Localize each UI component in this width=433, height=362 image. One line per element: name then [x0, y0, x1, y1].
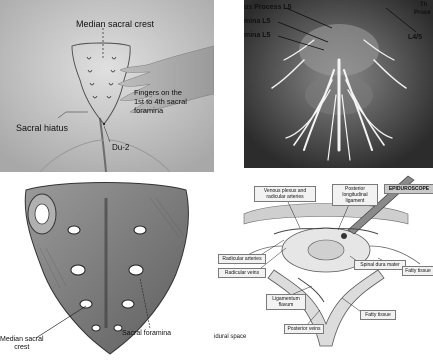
- label-corner-top: Th: [420, 2, 427, 8]
- label-radicular-arteries: Radicular arteries: [218, 254, 266, 264]
- label-ligamentum: Ligamentum flavum: [266, 294, 306, 310]
- label-posterior-ligament: Posterior longitudinal ligament: [332, 184, 378, 206]
- label-median-crest-2: Median sacral crest: [0, 336, 44, 352]
- label-fatty-tissue-r: Fatty tissue: [402, 266, 433, 276]
- label-epiduroscope: EPIDUROSCOPE: [384, 184, 433, 194]
- label-lamina-l5-b: mina L5: [244, 32, 270, 39]
- sacrum-illustration: [0, 178, 214, 362]
- panel-epidural-schematic: Venous plexus and radicular arteries Pos…: [214, 174, 433, 362]
- label-du2: Du-2: [112, 144, 129, 152]
- label-sacral-foramina: Sacral foramina: [122, 330, 171, 337]
- label-corner-mid: Proce: [414, 10, 431, 16]
- panel-palpation-photo: Median sacral crest Fingers on the 1st t…: [0, 0, 214, 172]
- epidurogram-image: [244, 0, 433, 168]
- label-posterior-veins: Posterior veins: [284, 324, 324, 334]
- panel-sacrum-drawing: Median sacral crest Sacral foramina: [0, 178, 214, 362]
- label-fingers: Fingers on the 1st to 4th sacral foramin…: [134, 88, 187, 115]
- panel-epidurogram: us Process L5 mina L5 mina L5 L4/5 Th Pr…: [244, 0, 433, 168]
- label-spinal-dura: Spinal dura mater: [354, 260, 406, 270]
- label-l45: L4/5: [408, 34, 422, 41]
- label-fatty-tissue-b: Fatty tissue: [360, 310, 396, 320]
- label-radicular-veins: Radicular veins: [218, 268, 266, 278]
- label-process-l5: us Process L5: [244, 4, 291, 11]
- label-sacral-hiatus: Sacral hiatus: [16, 124, 68, 133]
- label-epidural-space: idural space: [214, 334, 246, 340]
- label-median-crest: Median sacral crest: [76, 20, 154, 29]
- label-lamina-l5: mina L5: [244, 18, 270, 25]
- label-venous-plexus: Venous plexus and radicular arteries: [254, 186, 316, 202]
